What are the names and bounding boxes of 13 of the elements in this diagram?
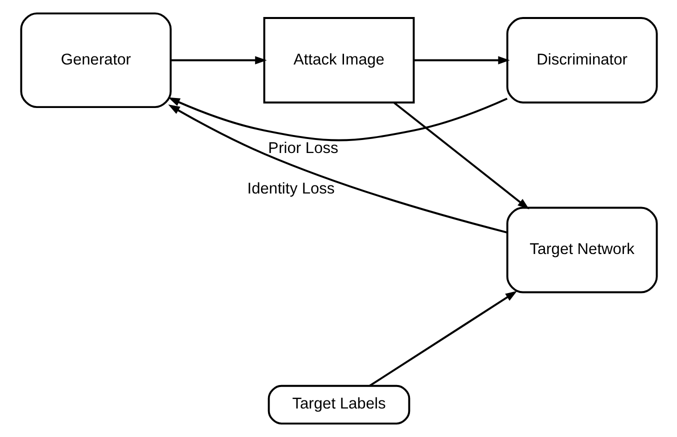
arrow: [170, 56, 266, 64]
node-box: Target Labels: [267, 384, 410, 425]
arrow: [168, 104, 507, 234]
arrow: [393, 102, 529, 210]
edge-label: Prior Loss: [268, 140, 338, 157]
arrow: [168, 97, 508, 142]
node-box: Attack Image: [262, 17, 414, 104]
arrow: [413, 56, 510, 64]
node-box: Discriminator: [506, 17, 658, 104]
node-box: Target Network: [506, 206, 658, 294]
arrow: [368, 290, 517, 387]
edge-label: Identity Loss: [246, 180, 334, 198]
node-box: Generator: [20, 12, 172, 108]
